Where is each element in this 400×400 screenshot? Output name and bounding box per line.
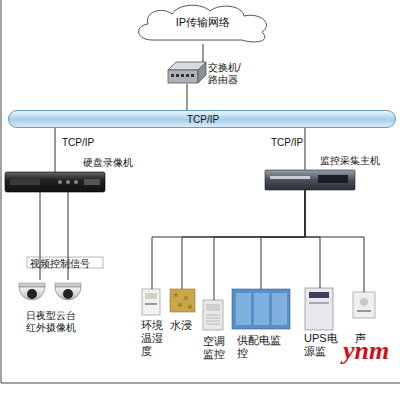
edge-label: TCP/IP [271, 137, 303, 148]
ups-icon [305, 288, 333, 330]
sensor-device: 环境温湿度 [140, 289, 164, 384]
sensor-device: UPS电源监 [303, 288, 337, 376]
humidity-sensor-icon [142, 289, 160, 315]
node-label: TCP/IP [9, 114, 397, 126]
connector-line [182, 190, 305, 289]
camera-group: 日夜型云台红外摄像机 [14, 280, 90, 334]
node-label: 环境温湿度 [141, 319, 164, 359]
node-label: 交换机/路由器 [208, 62, 250, 86]
monitor-host: 监控采集主机 [265, 170, 355, 190]
cloud-node: IP传输网络 [130, 2, 276, 44]
connector-line [305, 190, 320, 288]
sensor-device: 水浸 [168, 289, 196, 334]
connector-line [305, 190, 364, 292]
network-band: TCP/IP [8, 110, 396, 128]
dome-cameras [19, 283, 81, 300]
sensor-device: 空调监控 [202, 300, 226, 362]
edge-label: TCP/IP [62, 137, 94, 148]
frame-line [1, 0, 400, 383]
connector-line [305, 128, 306, 170]
node-label: 供配电监控 [237, 334, 282, 360]
node-label: 日夜型云台红外摄像机 [24, 310, 78, 334]
signal-label-box [27, 257, 103, 268]
power-cabinet-icon [232, 289, 290, 329]
node-label: 水浸 [170, 319, 196, 332]
dvr-recorder: 硬盘录像机 [5, 172, 105, 192]
sensor-device: 供配电监控 [232, 289, 290, 377]
node-label: 硬盘录像机 [83, 157, 133, 169]
connector-line [55, 128, 56, 172]
connector-line [261, 190, 305, 289]
sound-alarm-icon [353, 292, 375, 318]
connector-line [214, 190, 305, 300]
connector-line [203, 44, 204, 62]
node-label: IP传输网络 [130, 16, 276, 29]
water-sensor-icon [170, 289, 195, 312]
node-label: 监控采集主机 [320, 155, 380, 167]
dvr-device [5, 172, 105, 192]
aircon-icon [203, 300, 223, 330]
connector-line [187, 84, 188, 110]
switch-router: 交换机/路由器 [168, 62, 206, 84]
switch-icon [168, 62, 206, 83]
edge-label: 视频控制信号 [30, 258, 90, 269]
node-label: UPS电源监 [304, 332, 338, 358]
connector-line [152, 190, 305, 289]
watermark: ynm [343, 336, 389, 366]
host-device [265, 170, 355, 190]
node-label: 空调监控 [203, 335, 226, 361]
